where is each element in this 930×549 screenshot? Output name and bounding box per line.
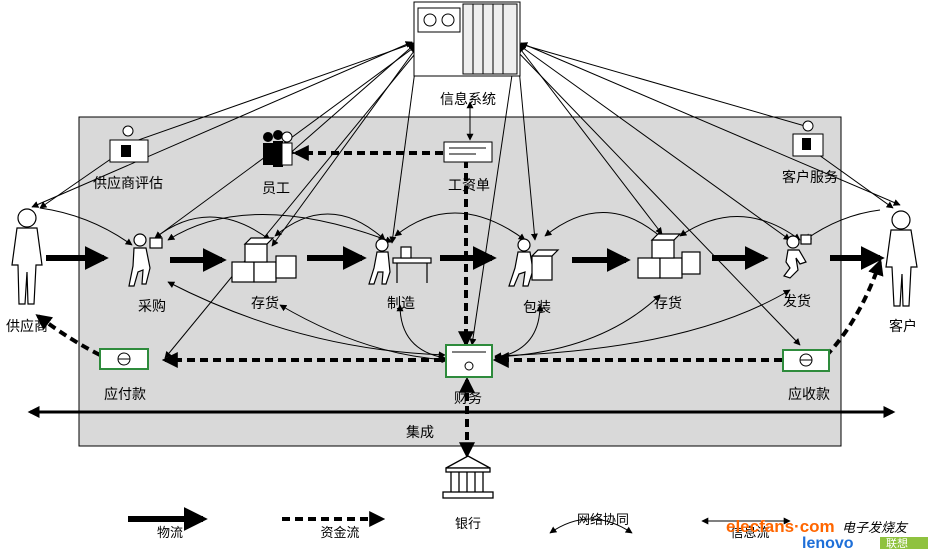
label-supplier-eval: 供应商评估 (93, 175, 163, 192)
label-receivable: 应收款 (788, 386, 830, 403)
worker-bench-icon (368, 238, 432, 285)
legend-capital-flow: 资金流 (320, 525, 359, 541)
label-manufacture: 制造 (387, 296, 415, 312)
watermark-brand: lenovo (802, 535, 854, 549)
supplier-person-icon (11, 208, 43, 305)
certificate-icon (445, 344, 493, 378)
label-work-order: 工资单 (448, 178, 490, 194)
legend-bank: 银行 (455, 517, 481, 532)
label-staff: 员工 (262, 181, 290, 197)
label-info-system: 信息系统 (440, 91, 496, 108)
desk-person-icon (792, 120, 824, 157)
label-packaging: 包装 (523, 300, 551, 316)
label-customer: 客户 (889, 318, 917, 335)
money-bill-icon (99, 348, 149, 370)
material-flow-arrows (46, 246, 885, 272)
bank-icon (442, 455, 494, 499)
label-shipping: 发货 (783, 293, 811, 310)
watermark-cn: 电子发烧友 (842, 521, 909, 536)
label-supplier: 供应商 (6, 318, 48, 335)
boxes-icon (637, 233, 701, 279)
worker-carrying-icon (128, 233, 163, 287)
server-icon (413, 1, 521, 77)
label-purchase: 采购 (138, 299, 166, 315)
legend-material-flow: 物流 (157, 526, 183, 541)
capital-flow-arrows (35, 145, 884, 459)
money-bill-icon (782, 349, 830, 372)
boxes-icon (231, 237, 297, 283)
label-finance: 财务 (454, 391, 482, 407)
legend-network: 网络协同 (577, 512, 629, 528)
watermark-brand-tail: 联想 (886, 536, 908, 549)
legend-info-flow: 信息流 (730, 525, 769, 541)
label-inventory-2: 存货 (654, 295, 682, 312)
label-payable: 应付款 (104, 386, 146, 403)
desk-person-icon (109, 125, 149, 163)
label-inventory-1: 存货 (251, 295, 279, 312)
network-collab-arcs (39, 207, 881, 364)
runner-icon (783, 234, 812, 279)
label-integration: 集成 (406, 424, 434, 441)
watermark-site: elecfans·com (726, 517, 835, 536)
check-icon (443, 141, 493, 163)
staff-group-icon (263, 130, 293, 167)
legend: 物流 资金流 银行 网络协同 信息流 (128, 507, 791, 541)
worker-packing-icon (508, 238, 560, 287)
customer-person-icon (885, 210, 918, 307)
label-customer-service: 客户服务 (782, 169, 838, 186)
watermark: elecfans·com 电子发烧友 lenovo 联想 (726, 517, 928, 549)
